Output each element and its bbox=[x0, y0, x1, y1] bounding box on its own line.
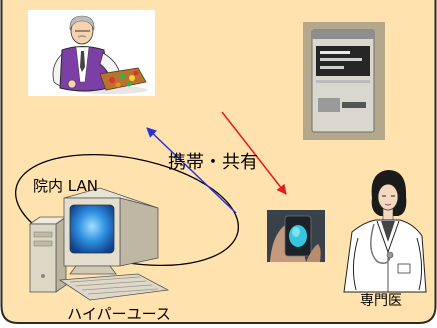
thumb bbox=[306, 244, 321, 262]
memory-card-icon bbox=[303, 22, 385, 140]
food-item bbox=[109, 77, 115, 83]
monitor-side bbox=[119, 197, 159, 267]
monitor-screen bbox=[69, 204, 115, 254]
memory-card-divider bbox=[316, 80, 370, 83]
tower-drive-bay bbox=[33, 231, 53, 238]
memory-card-label-line bbox=[320, 66, 344, 69]
doctor-face bbox=[377, 183, 399, 211]
doctor-bangs bbox=[377, 177, 399, 192]
doctor-white-coat bbox=[343, 219, 427, 293]
arrow-to-specialist bbox=[221, 111, 287, 195]
lan-label: 院内 LAN bbox=[33, 177, 98, 195]
patient-mustache bbox=[77, 35, 87, 38]
handheld-screen-highlight bbox=[292, 227, 300, 237]
food-item bbox=[129, 75, 135, 81]
doctor-right-arm bbox=[416, 237, 423, 291]
food-item bbox=[133, 70, 139, 76]
hyper-use-label: ハイパーユース bbox=[67, 305, 171, 323]
memory-card-logo-mark bbox=[342, 102, 366, 108]
patient-left-hand bbox=[67, 79, 77, 89]
patient-hair bbox=[69, 15, 95, 31]
doctor-mouth bbox=[384, 203, 392, 206]
doctor-left-arm bbox=[352, 237, 359, 291]
doctor-coat-pocket bbox=[397, 263, 411, 274]
memory-card-connector bbox=[312, 30, 374, 39]
memory-card-label-line bbox=[320, 58, 362, 61]
specialist-label: 専門医 bbox=[360, 293, 402, 309]
food-item bbox=[115, 82, 121, 88]
food-item bbox=[126, 81, 132, 87]
memory-card-logo bbox=[318, 98, 340, 112]
doctor-shirt bbox=[381, 221, 395, 242]
food-item bbox=[119, 73, 125, 79]
tower-power-button bbox=[41, 274, 45, 278]
patient-tie bbox=[80, 51, 85, 72]
arrow-to-patient bbox=[146, 127, 237, 214]
monitor-stand bbox=[69, 265, 117, 275]
stethoscope bbox=[370, 223, 391, 264]
desktop-computer-icon bbox=[28, 187, 170, 301]
share-label: 携帯・共有 bbox=[168, 152, 258, 173]
handheld-device-icon bbox=[267, 210, 325, 262]
stethoscope-chestpiece bbox=[386, 251, 394, 259]
elderly-man-at-table-icon bbox=[28, 10, 155, 96]
tower-drive-bay bbox=[33, 240, 53, 247]
female-doctor-icon bbox=[343, 170, 427, 293]
memory-card-label-line bbox=[320, 51, 350, 54]
keyboard-key-rows bbox=[69, 276, 159, 295]
